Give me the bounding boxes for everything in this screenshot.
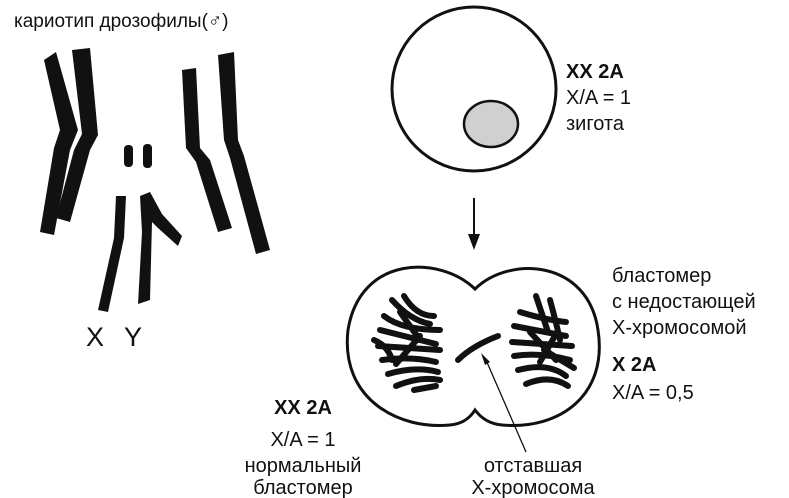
dot-chromosome-2 xyxy=(143,144,152,168)
dot-chromosome-1 xyxy=(124,145,133,167)
y-chromosome-label: Y xyxy=(124,324,142,351)
lagging-label-line1: отставшая xyxy=(458,456,608,476)
missing-blastomere-genotype: X 2A xyxy=(612,355,656,375)
karyotype-title: кариотип дрозофилы(♂) xyxy=(14,12,228,31)
x-chromosome-label: X xyxy=(86,324,104,351)
karyotype-right-pair xyxy=(182,52,270,254)
zygote-label: зигота xyxy=(566,114,624,134)
zygote-nucleus xyxy=(464,101,518,147)
lagging-label-line2: X-хромосома xyxy=(458,478,608,498)
zygote-cell xyxy=(392,7,556,171)
missing-blastomere-ratio: X/A = 0,5 xyxy=(612,383,694,403)
missing-blastomere-line2: с недостающей xyxy=(612,292,756,312)
karyotype-sex-chromosomes xyxy=(98,192,182,312)
normal-blastomere-ratio: X/A = 1 xyxy=(238,430,368,450)
missing-blastomere-line1: бластомер xyxy=(612,266,711,286)
zygote-genotype: XX 2A xyxy=(566,62,624,82)
arrow-down-icon xyxy=(468,198,480,250)
normal-blastomere-genotype: XX 2A xyxy=(238,398,368,418)
y-chromosome xyxy=(138,192,182,304)
x-chromosome xyxy=(98,196,126,312)
karyotype-left-pair xyxy=(40,48,98,235)
normal-blastomere-line2: бластомер xyxy=(238,478,368,498)
missing-blastomere-line3: X-хромосомой xyxy=(612,318,747,338)
zygote-ratio: X/A = 1 xyxy=(566,88,631,108)
karyotype-dot-chromosomes xyxy=(124,144,152,168)
normal-blastomere-line1: нормальный xyxy=(238,456,368,476)
